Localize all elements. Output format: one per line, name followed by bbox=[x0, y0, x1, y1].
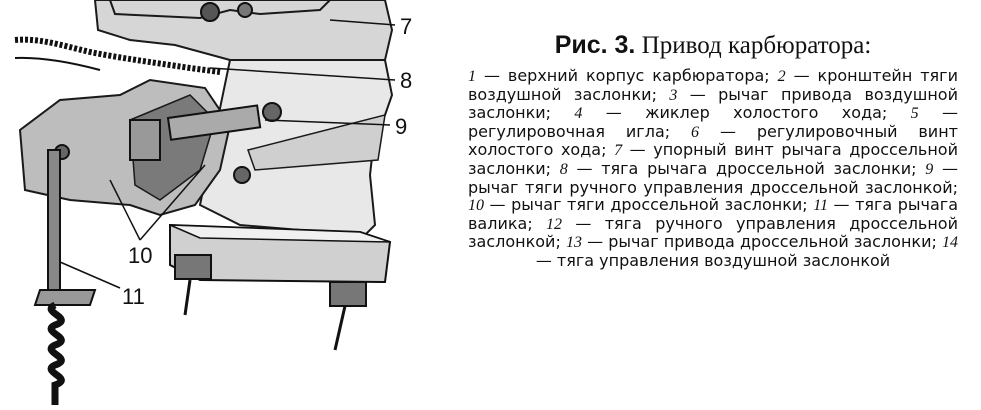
legend-item-number: 4 bbox=[574, 105, 583, 123]
legend-item-text: тяга рычага валика; bbox=[468, 195, 959, 233]
legend-item-number: 3 bbox=[669, 86, 678, 104]
legend-item-text: верхний корпус карбюратора; bbox=[507, 66, 770, 85]
legend-item-text: жиклер холостого хода; bbox=[645, 103, 888, 123]
carburetor-drive-illustration: 7 8 9 10 11 bbox=[0, 0, 440, 410]
cable-line bbox=[14, 56, 101, 71]
callout-9: 9 bbox=[395, 114, 407, 139]
legend-item: 1 — верхний корпус карбюратора; bbox=[468, 66, 770, 85]
legend-item-number: 11 bbox=[813, 197, 828, 215]
legend-item-text: регулировочный винт холостого хода; bbox=[468, 121, 958, 160]
callout-7: 7 bbox=[400, 14, 412, 39]
figure-number: Рис. 3. bbox=[554, 31, 636, 59]
legend-item: 5 — регулировочная игла; bbox=[468, 103, 959, 141]
legend-item-number: 12 bbox=[546, 215, 563, 233]
legend-text: 1 — верхний корпус карбюратора; 2 — крон… bbox=[468, 67, 958, 270]
leader-line-9 bbox=[264, 119, 391, 126]
legend-item-number: 2 bbox=[777, 68, 786, 85]
legend-item-number: 6 bbox=[691, 123, 700, 141]
legend-item-number: 5 bbox=[910, 105, 919, 123]
legend-item: 4 — жиклер холостого хода; bbox=[574, 103, 888, 123]
vertical-rod bbox=[47, 149, 61, 291]
housing-top-detail bbox=[109, 0, 331, 20]
legend-item-number: 10 bbox=[468, 197, 484, 215]
legend-item: 13 — рычаг привода дроссельной заслонки; bbox=[565, 232, 937, 252]
stud bbox=[333, 305, 347, 351]
cable-spring bbox=[14, 36, 221, 75]
legend-item-number: 14 bbox=[942, 234, 959, 252]
legend-item: 12 — тяга ручного управления дроссельной… bbox=[468, 213, 958, 252]
legend-item-text: тяга рычага дроссельной заслонки; bbox=[601, 158, 917, 178]
figure-caption: Рис. 3. Привод карбюратора: 1 — верхний … bbox=[468, 30, 958, 270]
rod-plate bbox=[33, 289, 97, 306]
legend-item-text: тяга ручного управления дроссельной засл… bbox=[468, 213, 958, 252]
leader-line-7 bbox=[329, 19, 396, 26]
legend-item-number: 1 bbox=[468, 68, 476, 85]
callout-11: 11 bbox=[122, 284, 145, 309]
figure-title: Привод карбюратора: bbox=[641, 32, 872, 59]
top-fitting bbox=[200, 2, 220, 22]
caption-title: Рис. 3. Привод карбюратора: bbox=[468, 30, 958, 61]
legend-item: 7 — упорный винт рычага дроссельной засл… bbox=[468, 140, 958, 178]
flange-nut bbox=[174, 254, 212, 280]
carburetor-drawing: 7 8 9 10 11 bbox=[14, 0, 412, 405]
legend-item: 2 — кронштейн тяги воздушной заслонки; bbox=[468, 66, 958, 104]
legend-item: 14 — тяга управления воздушной заслонкой bbox=[535, 234, 959, 270]
legend-item-text: кронштейн тяги воздушной заслонки; bbox=[468, 66, 958, 104]
legend-item: 9 — рычаг тяги ручного управления дроссе… bbox=[468, 158, 958, 197]
callout-10: 10 bbox=[128, 243, 152, 268]
legend-item-number: 7 bbox=[614, 142, 623, 160]
legend-item-number: 9 bbox=[925, 160, 934, 178]
pivot-bolt bbox=[262, 102, 282, 122]
top-fitting bbox=[237, 2, 253, 18]
leader-line-10 bbox=[139, 164, 206, 241]
callout-8: 8 bbox=[400, 68, 412, 93]
legend-item: 11 — тяга рычага валика; bbox=[468, 195, 959, 233]
leader-line-8 bbox=[209, 67, 396, 81]
stud bbox=[183, 279, 192, 316]
pivot-bolt bbox=[233, 166, 251, 184]
legend-item: 8 — тяга рычага дроссельной заслонки; bbox=[559, 158, 917, 178]
legend-item-number: 8 bbox=[559, 160, 568, 178]
leader-line-10 bbox=[109, 179, 141, 241]
legend-item-text: тяга управления воздушной заслонкой bbox=[556, 250, 891, 270]
lever-arm bbox=[166, 104, 262, 141]
legend-item-text: упорный винт рычага дроссельной заслонки… bbox=[468, 140, 958, 178]
lever-bracket bbox=[129, 119, 161, 161]
body-panel bbox=[247, 113, 386, 171]
legend-item-text: рычаг привода воздушной заслонки; bbox=[468, 84, 958, 123]
return-spring bbox=[47, 301, 65, 405]
legend-item-text: рычаг тяги ручного управления дроссельно… bbox=[468, 177, 958, 197]
legend-item-text: рычаг привода дроссельной заслонки; bbox=[608, 232, 937, 252]
legend-item-text: рычаг тяги дроссельной заслонки; bbox=[511, 195, 808, 215]
flange-nut bbox=[329, 281, 367, 307]
legend-item: 6 — регулировочный винт холостого хода; bbox=[468, 121, 958, 160]
legend-item-text: регулировочная игла; bbox=[468, 121, 671, 141]
legend-item-number: 13 bbox=[565, 234, 582, 252]
flange-top-face bbox=[169, 224, 391, 243]
legend-item: 10 — рычаг тяги дроссельной заслонки; bbox=[468, 195, 808, 215]
legend-item: 3 — рычаг привода воздушной заслонки; bbox=[468, 84, 958, 123]
leader-line-11 bbox=[59, 261, 121, 289]
